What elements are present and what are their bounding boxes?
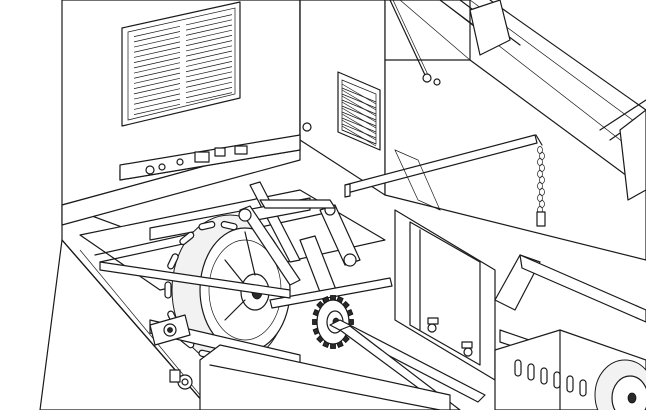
mounting-bracket <box>149 314 193 390</box>
control-panel-strip <box>119 134 301 181</box>
sprocket-gear <box>312 295 354 349</box>
control-cable <box>389 0 426 76</box>
tie-rod <box>344 134 538 198</box>
upper-frame-rails <box>439 0 646 201</box>
lever-rod <box>329 319 486 410</box>
right-side-panel <box>384 0 646 261</box>
hanging-chain <box>535 134 546 227</box>
side-vent <box>337 71 381 151</box>
decal-diamond <box>394 149 441 211</box>
drive-shaft <box>99 261 393 309</box>
housing-bolt <box>302 122 312 132</box>
front-wheel <box>594 359 646 410</box>
ventilation-grille <box>121 1 241 127</box>
access-cover-plate <box>394 209 496 381</box>
